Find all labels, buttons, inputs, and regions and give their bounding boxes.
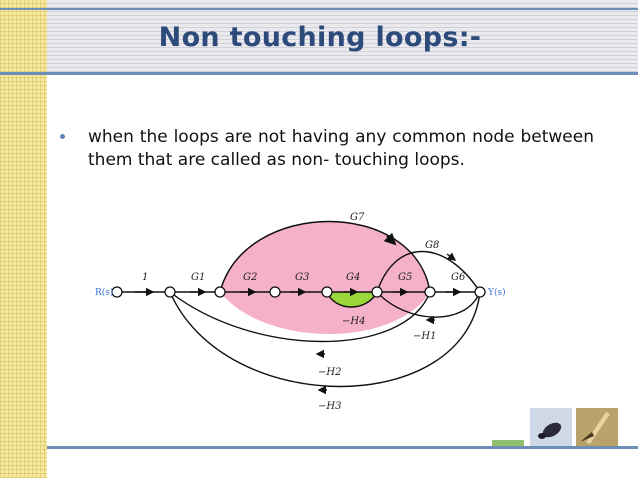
- branch-label-g1: G1: [191, 272, 205, 283]
- slide-title: Non touching loops:-: [158, 22, 482, 53]
- branch-label-h2: −H2: [318, 367, 341, 378]
- top-rule: [0, 8, 638, 10]
- title-band: [0, 0, 638, 72]
- bullet-dot-icon: [60, 134, 65, 139]
- branch-label-g6: G6: [451, 272, 466, 283]
- branch-label-h4: −H4: [342, 316, 365, 327]
- bullet-text: when the loops are not having any common…: [88, 127, 594, 170]
- branch-label-h1: −H1: [413, 331, 436, 342]
- input-label: R(s): [95, 287, 113, 298]
- green-tab-decor: [492, 440, 524, 446]
- title-band-corner: [0, 0, 47, 72]
- node-4: [269, 286, 281, 298]
- branch-label-g3: G3: [295, 272, 309, 283]
- branch-label-g5: G5: [398, 272, 412, 283]
- loop-highlight-small: [327, 292, 377, 307]
- left-decor-strip: [0, 0, 47, 478]
- node-2: [164, 286, 176, 298]
- loop-highlight-large: [220, 221, 430, 292]
- loop-highlight-large-lower: [220, 292, 430, 334]
- output-label: Y(s): [487, 287, 506, 298]
- node-1: [111, 286, 123, 298]
- node-5: [321, 286, 333, 298]
- branch-label-h3: −H3: [318, 401, 341, 412]
- node-6: [371, 286, 383, 298]
- bottom-rule: [47, 446, 638, 449]
- branch-label-1: 1: [142, 272, 148, 283]
- pencil-decor-icon: [576, 408, 618, 446]
- title-underline-rule: [0, 72, 638, 75]
- signal-flow-graph: R(s) Y(s) 1 G1 G2 G3 G4 G5 G6 G7 G8 −H4 …: [95, 212, 506, 412]
- branch-label-g7: G7: [350, 212, 365, 223]
- branch-label-g2: G2: [243, 272, 257, 283]
- branch-label-g8: G8: [425, 240, 439, 251]
- node-7: [424, 286, 436, 298]
- globe-pen-decor-icon: [530, 408, 572, 446]
- node-3: [214, 286, 226, 298]
- node-8: [474, 286, 486, 298]
- branch-label-g4: G4: [346, 272, 360, 283]
